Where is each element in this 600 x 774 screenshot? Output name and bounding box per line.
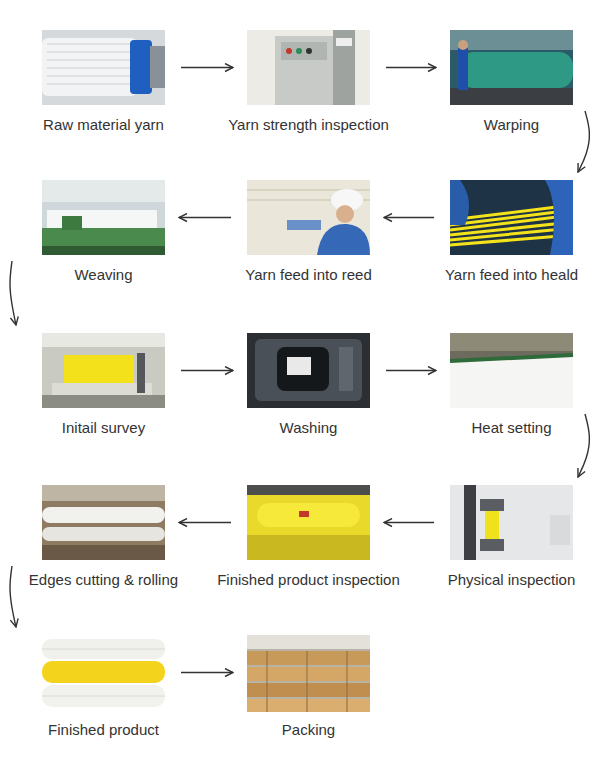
process-step: Edges cutting & rolling — [26, 485, 182, 589]
step-caption: Initail survey — [42, 419, 165, 437]
process-step: Weaving — [42, 180, 165, 284]
step-caption: Physical inspection — [445, 571, 579, 589]
photo-finished-rolls — [42, 635, 165, 712]
photo-heald — [450, 180, 573, 255]
flow-arrow — [386, 67, 436, 68]
process-step: Initail survey — [42, 333, 165, 437]
process-step: Washing — [247, 333, 370, 437]
flow-arrow — [10, 566, 16, 627]
step-caption: Yarn feed into heald — [442, 266, 582, 284]
step-caption: Yarn feed into reed — [242, 266, 375, 284]
flow-arrow — [578, 111, 589, 172]
process-step: Yarn strength inspection — [225, 30, 392, 134]
process-step: Warping — [450, 30, 573, 134]
flow-arrow — [10, 261, 16, 325]
photo-reed — [247, 180, 370, 255]
flow-arrow — [181, 370, 233, 371]
process-step: Yarn feed into heald — [442, 180, 582, 284]
flow-arrow — [181, 67, 233, 68]
flow-arrow — [179, 522, 231, 523]
process-step: Finished product inspection — [214, 485, 403, 589]
step-caption: Edges cutting & rolling — [26, 571, 182, 589]
flow-arrow — [386, 370, 436, 371]
photo-washing — [247, 333, 370, 408]
process-step: Heat setting — [450, 333, 573, 437]
step-caption: Heat setting — [450, 419, 573, 437]
photo-yarn — [42, 30, 165, 105]
photo-packing — [247, 635, 370, 712]
step-caption: Packing — [247, 721, 370, 739]
flow-arrow — [181, 672, 233, 673]
process-step: Physical inspection — [445, 485, 579, 589]
step-caption: Yarn strength inspection — [225, 116, 392, 134]
flow-arrow — [384, 522, 434, 523]
process-step: Yarn feed into reed — [242, 180, 375, 284]
photo-physical-test — [450, 485, 573, 560]
photo-heat-setting — [450, 333, 573, 408]
process-step: Raw material yarn — [40, 30, 167, 134]
photo-weaving — [42, 180, 165, 255]
step-caption: Finished product inspection — [214, 571, 403, 589]
step-caption: Warping — [450, 116, 573, 134]
step-caption: Weaving — [42, 266, 165, 284]
step-caption: Raw material yarn — [40, 116, 167, 134]
flow-arrow — [578, 414, 589, 477]
photo-survey — [42, 333, 165, 408]
flow-arrow — [384, 217, 434, 218]
photo-warping — [450, 30, 573, 105]
process-step: Finished product — [42, 635, 165, 739]
step-caption: Washing — [247, 419, 370, 437]
process-step: Packing — [247, 635, 370, 739]
photo-tester — [247, 30, 370, 105]
step-caption: Finished product — [42, 721, 165, 739]
photo-final-inspection — [247, 485, 370, 560]
flow-arrow — [179, 217, 231, 218]
photo-edge-cutting — [42, 485, 165, 560]
